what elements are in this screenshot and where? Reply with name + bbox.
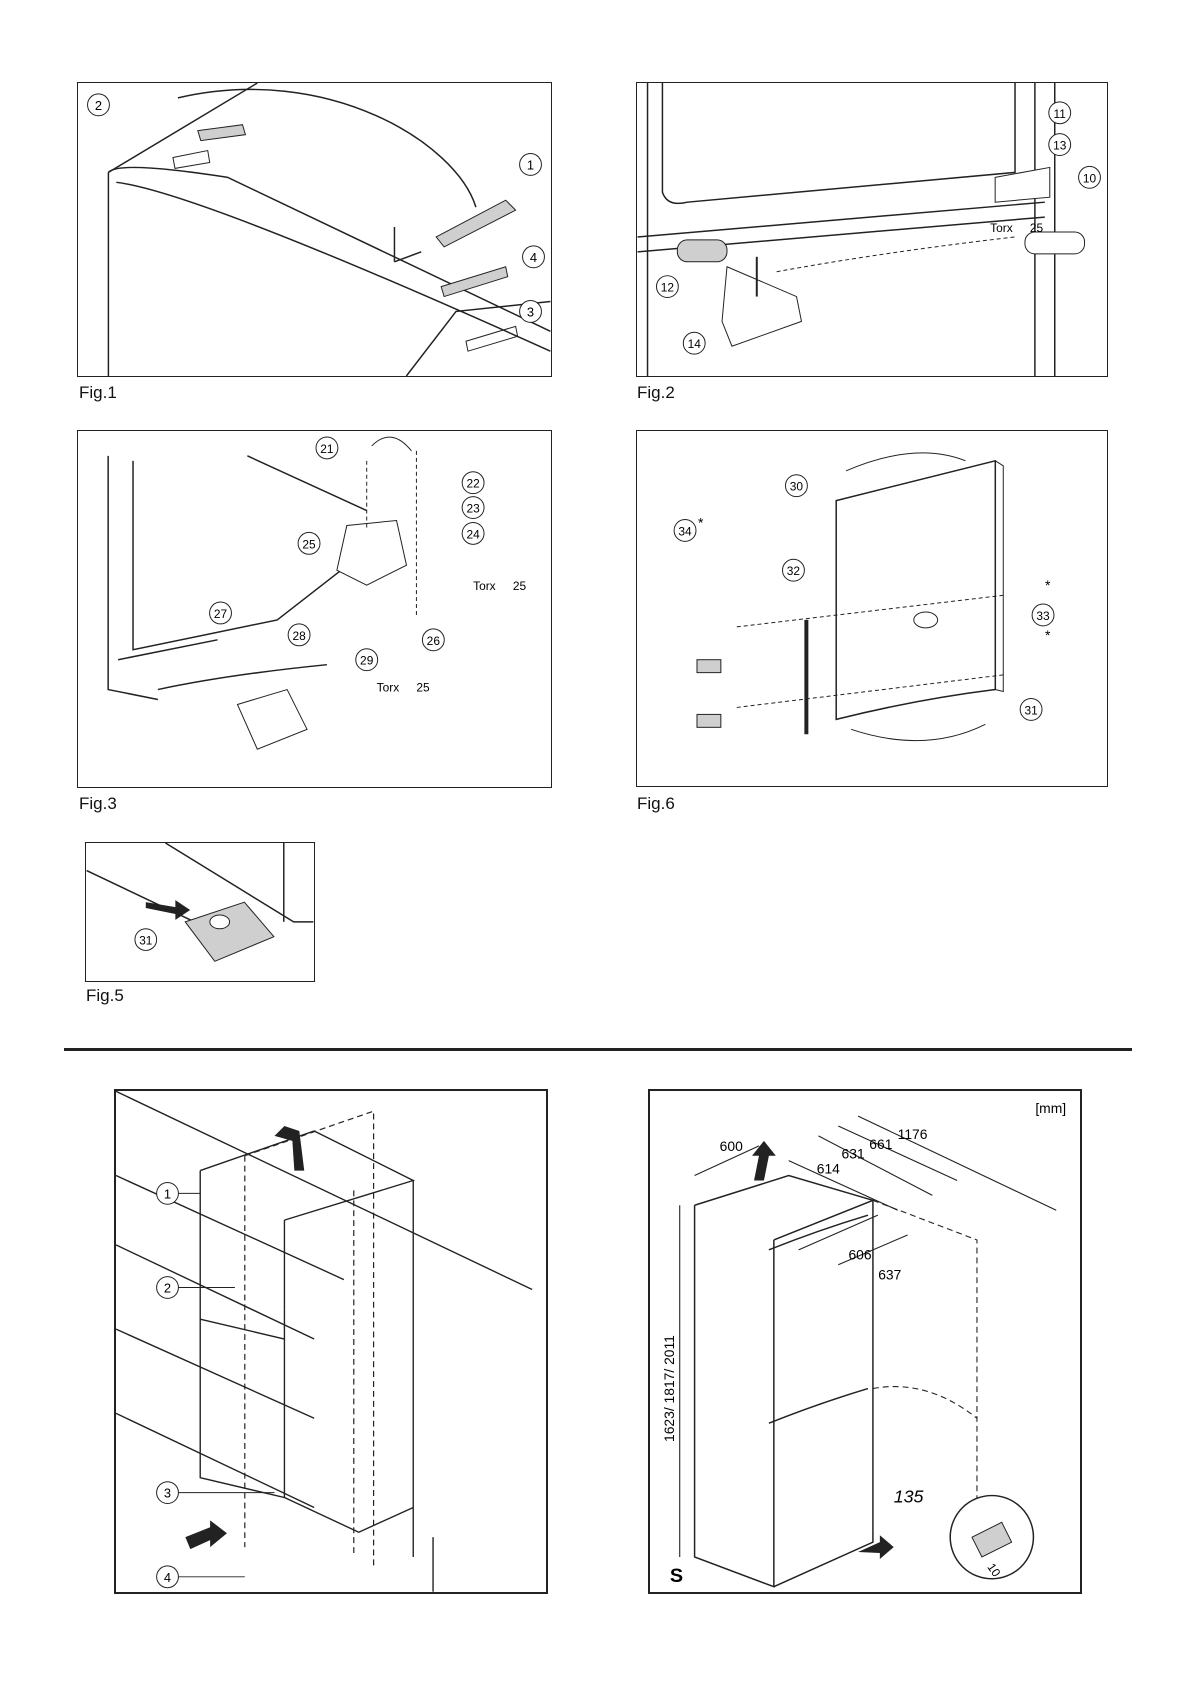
- figure-6-illustration: 30 32 34 33 31 * * *: [673, 452, 1055, 742]
- figure-2-panel: 11 13 10 12 14 Torx 25: [636, 82, 1108, 377]
- callout-26: 26: [427, 634, 441, 648]
- figure-6-caption: Fig.6: [637, 794, 675, 813]
- figure-2-caption: Fig.2: [637, 383, 675, 402]
- dim-606: 606: [848, 1247, 871, 1263]
- callout-22: 22: [466, 477, 480, 491]
- install-callout-1: 1: [164, 1186, 171, 1201]
- section-divider: [64, 1048, 1132, 1051]
- figure-5-caption: Fig.5: [86, 986, 124, 1005]
- dim-637: 637: [878, 1267, 901, 1283]
- callout-10: 10: [1083, 171, 1097, 185]
- callout-14: 14: [688, 337, 702, 351]
- callout-25: 25: [302, 537, 316, 551]
- torx-size: 25: [1030, 221, 1044, 235]
- callout-30: 30: [790, 480, 804, 494]
- torx-size-top: 25: [513, 579, 527, 593]
- callout-31: 31: [1024, 703, 1038, 717]
- figure-2-illustration: 11 13 10 12 14 Torx 25: [637, 83, 1101, 376]
- figure-1-panel: 2 1 3 4: [77, 82, 552, 377]
- callout-3: 3: [527, 304, 534, 319]
- callout-23: 23: [466, 502, 480, 516]
- unit-label: [mm]: [1035, 1100, 1066, 1116]
- dim-1176: 1176: [898, 1126, 928, 1142]
- torx-label-bottom: Torx: [377, 681, 400, 695]
- installation-panel: 1 2 3 4: [114, 1089, 548, 1594]
- figure-6-panel: 30 32 34 33 31 * * *: [636, 430, 1108, 787]
- torx-label-top: Torx: [473, 579, 496, 593]
- dim-661: 661: [869, 1136, 892, 1152]
- dimensions-panel: [mm] S 600 614 631 661 1176 606 637 1623…: [648, 1089, 1082, 1594]
- callout-24: 24: [466, 527, 480, 541]
- callout-34: 34: [678, 524, 692, 538]
- asterisk-34: *: [698, 514, 704, 530]
- callout-33: 33: [1036, 609, 1050, 623]
- asterisk-33-top: *: [1045, 577, 1051, 593]
- torx-label: Torx: [990, 221, 1013, 235]
- callout-28: 28: [292, 629, 306, 643]
- torx-size-bottom: 25: [416, 681, 430, 695]
- figure-3-illustration: 21 22 23 24 25 26 27 28 29 Torx 25 Torx …: [107, 436, 527, 750]
- install-callout-3: 3: [164, 1486, 171, 1501]
- callout-1: 1: [527, 157, 534, 172]
- callout-2: 2: [95, 98, 102, 113]
- callout-11: 11: [1054, 107, 1067, 121]
- corner-label: S: [670, 1565, 683, 1587]
- figure-1-illustration: 2 1 3 4: [87, 83, 551, 376]
- install-callout-4: 4: [164, 1570, 171, 1585]
- installation-illustration: 1 2 3 4: [116, 1091, 533, 1592]
- figure-5-illustration: 31: [86, 843, 314, 962]
- dim-angle: 135: [894, 1487, 924, 1507]
- asterisk-33-bottom: *: [1045, 627, 1051, 643]
- callout-29: 29: [360, 654, 374, 668]
- dimensions-illustration: [mm] S 600 614 631 661 1176 606 637 1623…: [661, 1100, 1066, 1588]
- callout-12: 12: [661, 281, 675, 295]
- callout-32: 32: [787, 564, 801, 578]
- dim-631: 631: [842, 1146, 865, 1162]
- callout-4: 4: [530, 250, 537, 265]
- figure-3-panel: 21 22 23 24 25 26 27 28 29 Torx 25 Torx …: [77, 430, 552, 788]
- dim-600: 600: [720, 1138, 743, 1154]
- dim-614: 614: [817, 1161, 840, 1177]
- figure-3-caption: Fig.3: [79, 794, 117, 813]
- callout-13: 13: [1053, 139, 1067, 153]
- install-callout-2: 2: [164, 1280, 171, 1295]
- callout-21: 21: [320, 442, 334, 456]
- figure-5-panel: 31: [85, 842, 315, 982]
- figure-1-caption: Fig.1: [79, 383, 117, 402]
- callout-27: 27: [214, 607, 228, 621]
- callout-31: 31: [139, 934, 152, 948]
- dim-height: 1623/ 1817/ 2011: [661, 1335, 677, 1442]
